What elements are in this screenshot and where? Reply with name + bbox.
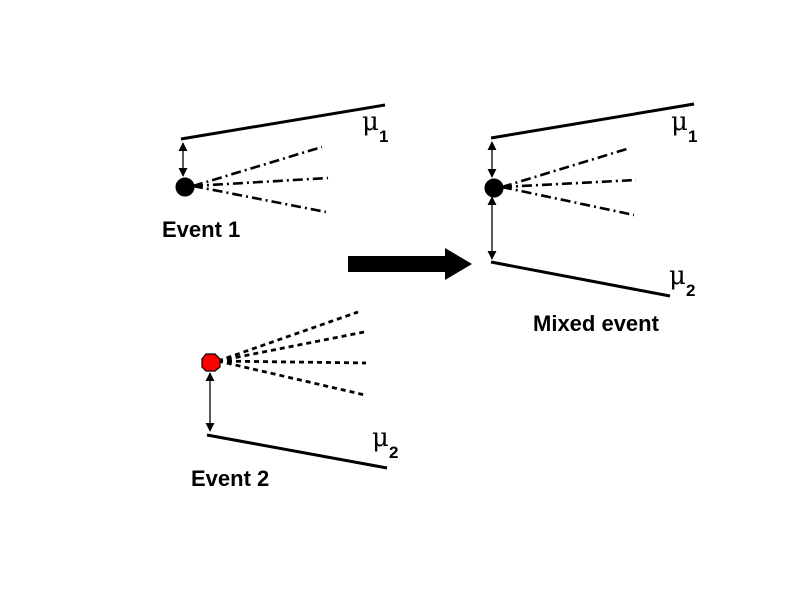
mixed-event-hadron-track bbox=[501, 185, 635, 217]
combine-arrow bbox=[348, 248, 472, 280]
event-1-hadron-track bbox=[192, 145, 323, 188]
event-2-group: μ 2 Event 2 bbox=[191, 310, 398, 491]
event-1-hadron-track bbox=[192, 176, 329, 188]
event-2-hadron-track bbox=[217, 359, 366, 397]
event-2-label: Event 2 bbox=[191, 466, 269, 491]
mixed-event-vertex bbox=[484, 178, 504, 198]
mixed-event-muon-track-bottom bbox=[490, 260, 671, 298]
event-1-muon-symbol: μ bbox=[362, 107, 379, 137]
event-1-muon-track bbox=[180, 103, 386, 141]
event-2-muon-track bbox=[206, 433, 388, 470]
event-1-vertex bbox=[175, 177, 195, 197]
event-1-muon-index: 1 bbox=[379, 127, 388, 146]
mixed-event-hadron-track bbox=[501, 146, 631, 189]
event-1-group: μ 1 Event 1 bbox=[162, 103, 388, 242]
mixed-event-hadron-tracks bbox=[501, 146, 637, 217]
mixed-event-muon-bottom-index: 2 bbox=[686, 281, 695, 300]
event-2-vertex bbox=[201, 353, 221, 372]
event-2-hadron-tracks bbox=[217, 310, 367, 397]
mixed-event-muon-bottom-symbol: μ bbox=[669, 261, 686, 291]
mixed-event-muon-track-top bbox=[490, 102, 695, 140]
event-1-hadron-tracks bbox=[192, 145, 329, 214]
event-2-hadron-track bbox=[217, 330, 365, 363]
right-arrow-icon bbox=[348, 248, 472, 280]
mixed-event-group: μ 1 μ 2 Mixed event bbox=[484, 102, 697, 336]
mixed-event-muon-top-index: 1 bbox=[688, 127, 697, 146]
mixed-event-muon-top-symbol: μ bbox=[671, 107, 688, 137]
mixed-event-hadron-track bbox=[501, 178, 637, 189]
event-1-hadron-track bbox=[192, 184, 327, 214]
event-1-label: Event 1 bbox=[162, 217, 240, 242]
event-2-muon-index: 2 bbox=[389, 443, 398, 462]
event-2-muon-symbol: μ bbox=[372, 423, 389, 453]
event-2-hadron-track bbox=[217, 310, 359, 363]
mixed-event-label: Mixed event bbox=[533, 311, 660, 336]
event-2-hadron-track bbox=[217, 359, 367, 365]
